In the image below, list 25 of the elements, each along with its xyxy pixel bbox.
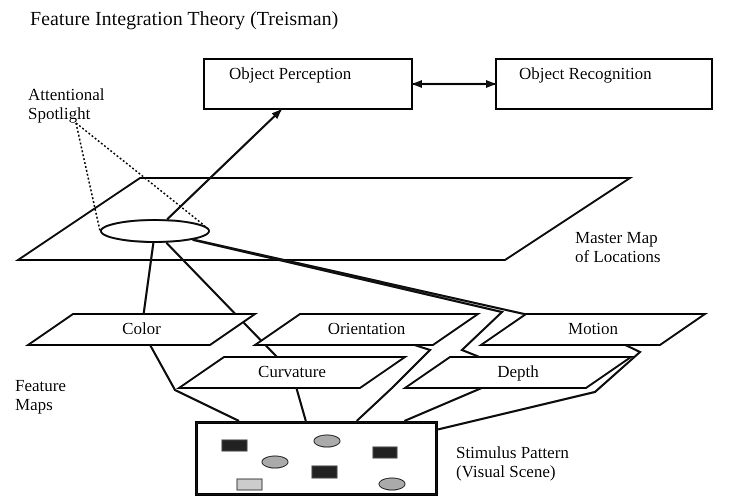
feature-label: Color: [121, 319, 162, 338]
arrow: [166, 109, 282, 220]
stimulus-label: Stimulus Pattern (Visual Scene): [456, 443, 570, 481]
feature-label: Motion: [566, 319, 620, 338]
map-label: Master Map of Locations: [575, 228, 662, 266]
connector-line: [356, 344, 432, 422]
connector-line: [142, 242, 154, 314]
diagram-title: Feature Integration Theory (Treisman): [30, 10, 338, 29]
leader-line: [75, 122, 101, 232]
connector-line: [149, 344, 240, 422]
connector-line: [404, 386, 482, 422]
arrow: [412, 80, 496, 88]
connector-line: [438, 344, 642, 431]
annotation-text: Attentional Spotlight: [28, 85, 136, 123]
section-label: Feature Maps: [15, 376, 67, 414]
connector-line: [166, 242, 278, 358]
box-label: Object Recognition: [519, 64, 653, 83]
connector-line: [192, 238, 504, 358]
box-label: Object Perception: [229, 64, 352, 83]
feature-label: Orientation: [326, 319, 406, 338]
connector-line: [295, 388, 307, 422]
feature-label: Curvature: [257, 362, 327, 381]
leader-line: [76, 122, 206, 227]
connector-line: [193, 238, 526, 316]
feature-label: Depth: [496, 362, 540, 381]
